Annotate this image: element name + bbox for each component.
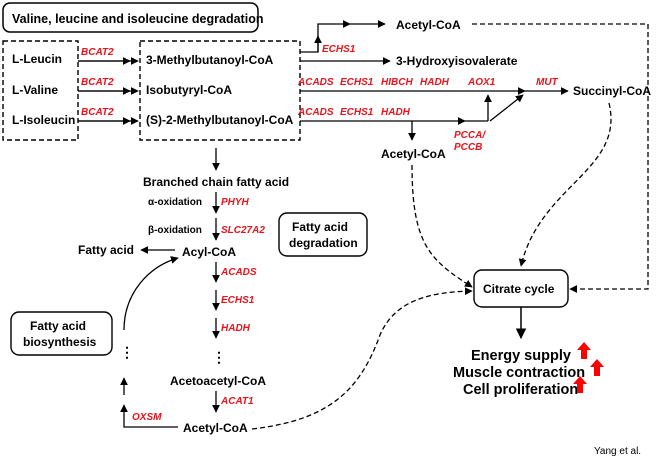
bcat2-arrows — [78, 57, 139, 125]
biosynthesis-arrows — [120, 256, 179, 428]
product-acetyl-coa-top: Acetyl-CoA — [396, 18, 461, 32]
isobutyryl-row-arrows — [300, 87, 569, 141]
outcome-energy: Energy supply — [471, 348, 571, 364]
amino-acid-valine: L-Valine — [12, 83, 58, 97]
up-arrow-energy — [577, 342, 591, 359]
outcome-cell: Cell proliferation — [463, 382, 578, 398]
gene-oxsm: OXSM — [132, 412, 162, 423]
gene-mut: MUT — [536, 77, 559, 88]
citrate-cycle-label: Citrate cycle — [483, 282, 555, 296]
dashed-connections — [251, 23, 649, 430]
outcome-muscle: Muscle contraction — [453, 365, 585, 381]
gene-phyh: PHYH — [221, 197, 250, 208]
alpha-oxidation: α-oxidation — [148, 197, 202, 208]
dots-degradation: ⋮ — [212, 349, 226, 365]
intermediate-3-methylbutanoyl: 3-Methylbutanoyl-CoA — [146, 53, 274, 67]
fatty-acid-biosynthesis-box — [10, 311, 113, 356]
intermediate-isobutyryl: Isobutyryl-CoA — [146, 83, 232, 97]
amino-acid-leucin: L-Leucin — [12, 52, 62, 66]
gene-acads-3: ACADS — [220, 267, 257, 278]
gene-acat1: ACAT1 — [220, 396, 254, 407]
up-arrows — [573, 342, 604, 393]
product-succinyl-coa: Succinyl-CoA — [573, 84, 651, 98]
gene-hibch: HIBCH — [381, 77, 413, 88]
gene-echs1-3: ECHS1 — [221, 295, 255, 306]
gene-bcat2-1: BCAT2 — [81, 47, 114, 58]
gene-hadh-3: HADH — [221, 323, 251, 334]
degradation-label-1: Fatty acid — [292, 220, 348, 234]
gene-echs1-1: ECHS1 — [340, 77, 374, 88]
intermediate-2-methylbutanoyl: (S)-2-Methylbutanoyl-CoA — [146, 113, 294, 127]
product-acetyl-coa-mid: Acetyl-CoA — [381, 147, 446, 161]
title-box — [2, 2, 259, 33]
acetyl-coa-bottom: Acetyl-CoA — [183, 421, 248, 435]
fatty-acid-degradation-box — [278, 212, 368, 257]
biosynthesis-label-2: biosynthesis — [23, 335, 97, 349]
gene-bcat2-3: BCAT2 — [81, 107, 114, 118]
amino-acid-isoleucin: L-Isoleucin — [12, 113, 75, 127]
biosynthesis-label-1: Fatty acid — [30, 319, 86, 333]
gene-hadh-2: HADH — [381, 107, 411, 118]
gene-aox1: AOX1 — [467, 77, 496, 88]
credit: Yang et al. — [594, 446, 641, 457]
branched-chain-fatty-acid: Branched chain fatty acid — [143, 175, 289, 189]
fatty-acid-label: Fatty acid — [78, 243, 134, 257]
gene-hadh-1: HADH — [420, 77, 450, 88]
gene-echs1-top: ECHS1 — [322, 44, 356, 55]
beta-oxidation: β-oxidation — [148, 225, 202, 236]
acyl-coa: Acyl-CoA — [182, 245, 236, 259]
up-arrow-cell — [573, 376, 587, 393]
top-branch-arrows — [300, 20, 391, 65]
gene-pccb: PCCB — [454, 142, 482, 153]
gene-acads-1: ACADS — [297, 77, 334, 88]
acetoacetyl-coa: Acetoacetyl-CoA — [170, 374, 266, 388]
gene-pcca: PCCA/ — [454, 130, 486, 141]
title-text: Valine, leucine and isoleucine degradati… — [12, 12, 263, 26]
gene-bcat2-2: BCAT2 — [81, 77, 114, 88]
gene-acads-2: ACADS — [297, 107, 334, 118]
gene-echs1-2: ECHS1 — [340, 107, 374, 118]
dots-biosynthesis: ⋮ — [120, 344, 134, 360]
degradation-label-2: degradation — [289, 236, 358, 250]
up-arrow-muscle — [590, 359, 604, 376]
gene-slc27a2: SLC27A2 — [221, 225, 265, 236]
product-hydroxyisovalerate: 3-Hydroxyisovalerate — [396, 54, 518, 68]
